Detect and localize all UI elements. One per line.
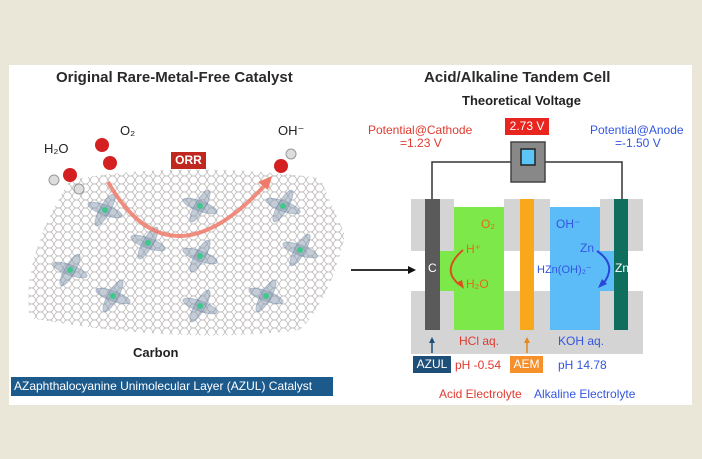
cell-h2o-label: H₂O [466,277,489,291]
aem-badge: AEM [510,356,543,373]
ph-acid: pH -0.54 [455,358,502,372]
acid-electrolyte-label: Acid Electrolyte [439,387,522,401]
orr-badge: ORR [171,152,206,169]
ph-alkaline: pH 14.78 [558,358,607,372]
voltage-badge: 2.73 V [505,118,549,135]
voltage-subtitle: Theoretical Voltage [462,93,581,108]
c-electrode-label: C [428,261,437,275]
anode-potential-value: =-1.50 V [615,136,661,150]
aem-membrane [520,199,534,330]
zn-label: Zn [580,241,595,255]
hcl-label: HCl aq. [459,334,500,348]
cell-o2-label: O₂ [481,217,495,231]
koh-label: KOH aq. [558,334,605,348]
azul-banner: AZaphthalocyanine Unimolecular Layer (AZ… [11,377,333,396]
hplus-label: H⁺ [466,242,481,256]
left-title: Original Rare-Metal-Free Catalyst [56,69,293,86]
o2-label: O₂ [120,123,136,138]
cell-oh-label: OH⁻ [556,217,581,231]
h2o-label: H₂O [44,141,69,156]
azul-badge: AZUL [413,356,451,373]
zn-electrode [614,199,628,330]
cathode-potential-label: Potential@Cathode [368,123,473,137]
zn-electrode-label: Zn [615,261,630,275]
alkaline-electrolyte-label: Alkaline Electrolyte [534,387,636,401]
hzn-label: HZn(OH)₂⁻ [537,264,592,276]
orr-arrow [106,180,270,238]
cathode-potential-value: =1.23 V [400,136,442,150]
oh-label: OH⁻ [278,123,305,138]
anode-potential-label: Potential@Anode [590,123,684,137]
carbon-electrode [425,199,440,330]
carbon-label: Carbon [133,345,179,360]
right-title: Acid/Alkaline Tandem Cell [424,69,611,86]
azul-molecules [52,189,318,323]
tandem-cell [411,141,643,354]
